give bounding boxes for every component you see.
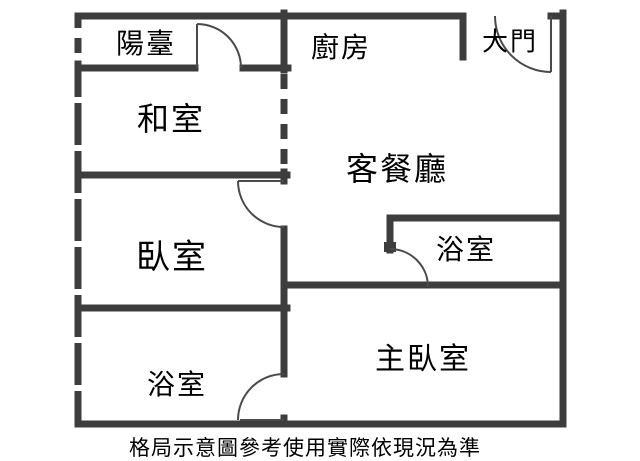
room-label-bedroom: 臥室 bbox=[136, 238, 208, 277]
window-mark-7 bbox=[73, 385, 83, 391]
disclaimer-caption: 格局示意圖參考使用實際依現況為準 bbox=[129, 437, 481, 460]
room-label-main-door: 大門 bbox=[481, 26, 539, 57]
room-label-bathroom-lower: 浴室 bbox=[146, 369, 208, 400]
bathroom-door-jamb bbox=[384, 242, 396, 252]
entry-door-arc bbox=[494, 15, 552, 73]
room-label-master-bedroom: 主臥室 bbox=[375, 343, 471, 376]
window-mark-5 bbox=[73, 289, 83, 295]
bathroom-lower-door-arc bbox=[237, 373, 285, 421]
balcony-door-arc bbox=[196, 23, 242, 69]
room-label-bathroom-right: 浴室 bbox=[435, 234, 497, 265]
window-mark-3 bbox=[73, 193, 83, 199]
room-label-living-dining: 客餐廳 bbox=[345, 151, 449, 187]
room-label-kitchen: 廚房 bbox=[310, 32, 372, 63]
window-mark-4 bbox=[73, 241, 83, 247]
window-mark-6 bbox=[73, 337, 83, 343]
window-mark-1 bbox=[73, 97, 83, 103]
window-mark-2 bbox=[73, 145, 83, 151]
room-label-tatami-room: 和室 bbox=[136, 101, 206, 137]
room-label-balcony: 陽臺 bbox=[115, 28, 177, 59]
bedroom-door-arc bbox=[237, 180, 285, 228]
bathroom-right-door-arc bbox=[389, 248, 429, 288]
